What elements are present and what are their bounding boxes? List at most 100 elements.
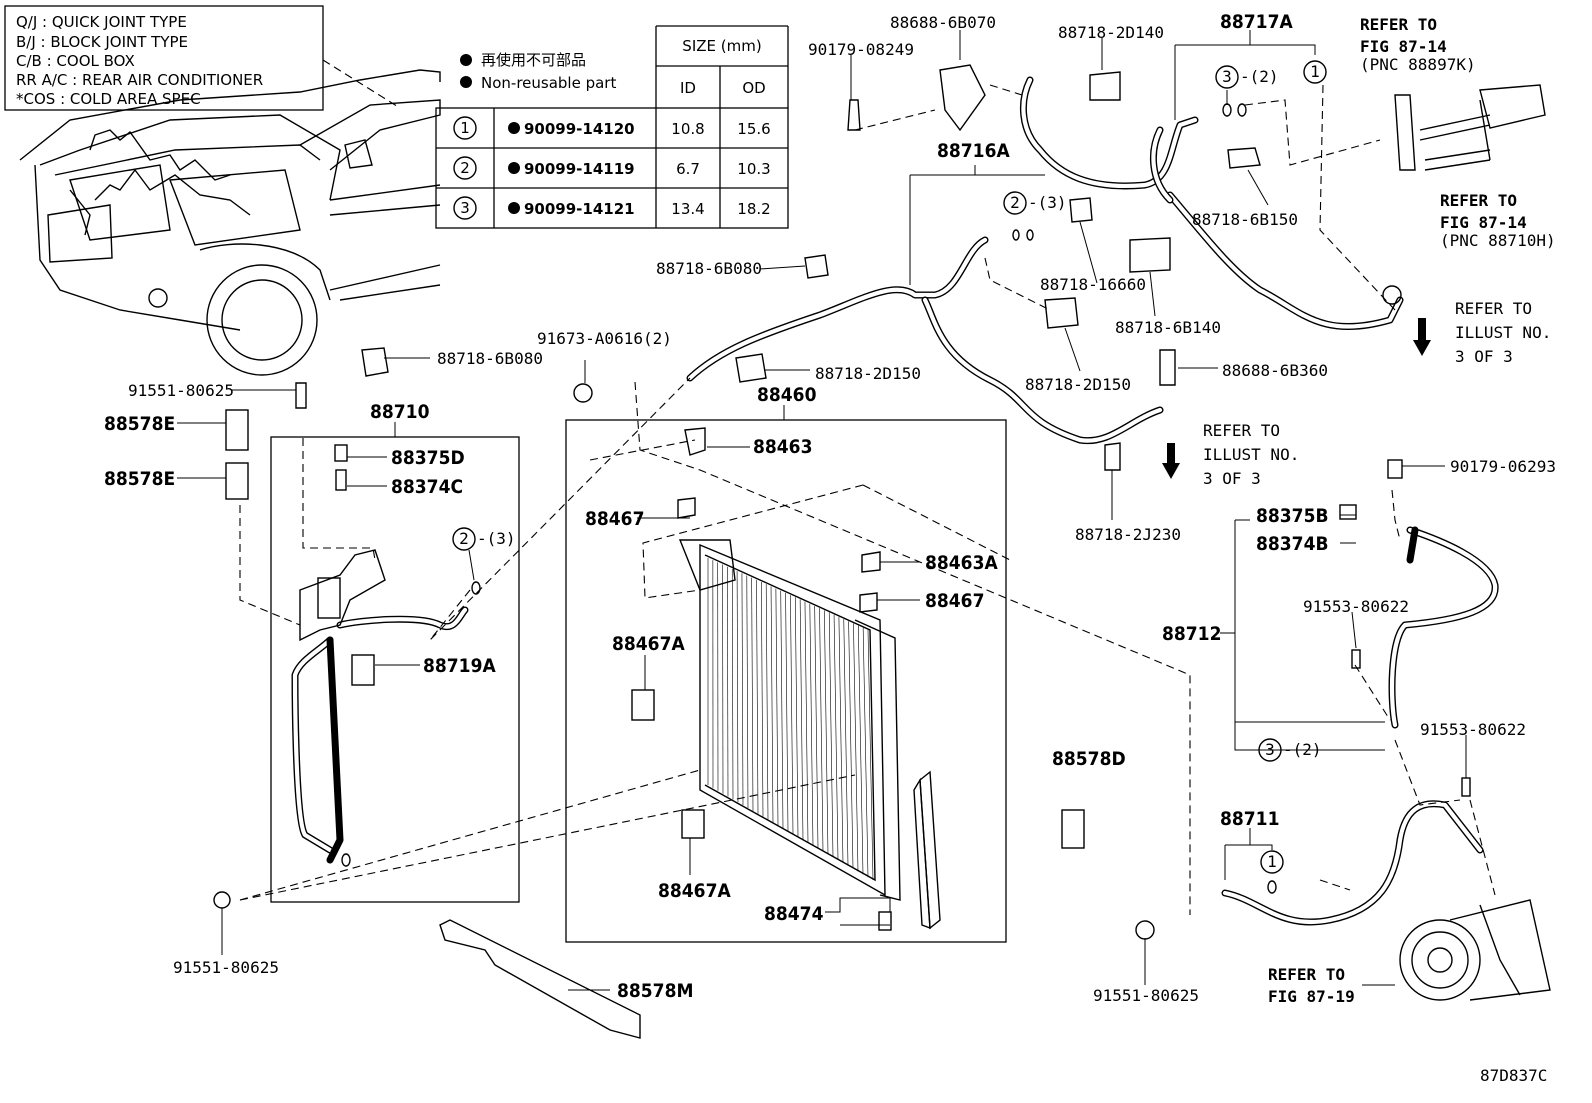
row2-num: 2 bbox=[460, 159, 470, 177]
fin-line bbox=[795, 597, 798, 837]
row2-id: 6.7 bbox=[676, 160, 700, 178]
label-88717A: 88717A bbox=[1220, 11, 1293, 33]
label-88718-2J230: 88718-2J230 bbox=[1075, 525, 1181, 544]
fin-line bbox=[849, 621, 853, 868]
legend-line-5: *COS : COLD AREA SPEC bbox=[16, 90, 201, 108]
fin-line bbox=[790, 595, 793, 834]
ring-left-2-suffix: -(3) bbox=[477, 529, 516, 548]
label-88374C: 88374C bbox=[391, 476, 463, 498]
label-88578M: 88578M bbox=[617, 980, 693, 1002]
nonreusable-legend: 再使用不可部品 Non-reusable part bbox=[460, 51, 616, 92]
refer-top-line3: (PNC 88897K) bbox=[1360, 55, 1476, 74]
refer-bottom-line1: REFER TO bbox=[1268, 965, 1345, 984]
refer-right-line3: (PNC 88710H) bbox=[1440, 231, 1556, 250]
rear-ac-pipes bbox=[1395, 85, 1545, 170]
label-88474: 88474 bbox=[764, 903, 824, 925]
label-88710: 88710 bbox=[370, 401, 430, 423]
fin-line bbox=[752, 578, 753, 811]
fin-line bbox=[820, 608, 823, 851]
reference-lines bbox=[240, 85, 1495, 915]
fin-line bbox=[815, 606, 818, 848]
fin-line bbox=[863, 628, 868, 877]
label-88467-upper: 88467 bbox=[585, 508, 644, 530]
compressor bbox=[1400, 900, 1550, 1000]
col-od-header: OD bbox=[742, 79, 765, 97]
ring-bot-3-suffix: -(2) bbox=[1283, 740, 1322, 759]
refer-right-line1: REFER TO bbox=[1440, 191, 1517, 210]
label-88718-6B080-upper: 88718-6B080 bbox=[656, 259, 762, 278]
fin-line bbox=[800, 599, 803, 839]
fin-line bbox=[834, 615, 838, 860]
ring-mid-2-suffix: -(3) bbox=[1028, 193, 1067, 212]
label-91673-A0616: 91673-A0616(2) bbox=[537, 329, 672, 348]
fin-line bbox=[776, 589, 778, 826]
row3-part: 90099-14121 bbox=[524, 200, 635, 218]
fin-line bbox=[766, 584, 768, 819]
fin-line bbox=[810, 604, 813, 846]
refer-illust1-line2: ILLUST NO. bbox=[1455, 323, 1551, 342]
figure-code: 87D837C bbox=[1480, 1066, 1547, 1085]
label-88467-lower: 88467 bbox=[925, 590, 984, 612]
label-88463A: 88463A bbox=[925, 552, 998, 574]
label-88718-16660: 88718-16660 bbox=[1040, 275, 1146, 294]
fin-line bbox=[727, 567, 728, 797]
label-88718-2D150-left: 88718-2D150 bbox=[815, 364, 921, 383]
refer-illust2-line3: 3 OF 3 bbox=[1203, 469, 1261, 488]
legend-line-1: Q/J : QUICK JOINT TYPE bbox=[16, 13, 187, 31]
row3-num: 3 bbox=[460, 199, 470, 217]
size-header: SIZE (mm) bbox=[682, 37, 761, 55]
col-id-header: ID bbox=[680, 79, 696, 97]
label-88718-2D150-right: 88718-2D150 bbox=[1025, 375, 1131, 394]
label-88718-6B080-lower: 88718-6B080 bbox=[437, 349, 543, 368]
label-88578E-upper: 88578E bbox=[104, 413, 175, 435]
label-88374B: 88374B bbox=[1256, 533, 1329, 555]
nonreusable-en: Non-reusable part bbox=[481, 74, 616, 92]
label-91551-80625-top: 91551-80625 bbox=[128, 381, 234, 400]
label-88375D: 88375D bbox=[391, 447, 465, 469]
label-88578E-lower: 88578E bbox=[104, 468, 175, 490]
oring-callouts: 3 -(2) 1 2 -(3) 2 -(3) 3 -(2) 1 bbox=[453, 61, 1326, 893]
ring-top-1: 1 bbox=[1310, 62, 1320, 81]
ring-mid-2: 2 bbox=[1010, 193, 1020, 212]
legend-line-4: RR A/C : REAR AIR CONDITIONER bbox=[16, 71, 263, 89]
row1-od: 15.6 bbox=[737, 120, 770, 138]
row2-part: 90099-14119 bbox=[524, 160, 635, 178]
refer-top-line1: REFER TO bbox=[1360, 15, 1437, 34]
legend-line-3: C/B : COOL BOX bbox=[16, 52, 135, 70]
label-88718-6B150: 88718-6B150 bbox=[1192, 210, 1298, 229]
ring-bot-3: 3 bbox=[1265, 740, 1275, 759]
fin-line bbox=[805, 602, 808, 843]
fin-line bbox=[771, 586, 773, 822]
label-91553-80622-upper: 91553-80622 bbox=[1303, 597, 1409, 616]
label-88460: 88460 bbox=[757, 384, 817, 406]
refer-right-line2: FIG 87-14 bbox=[1440, 213, 1527, 232]
row1-num: 1 bbox=[460, 119, 470, 137]
row1-part: 90099-14120 bbox=[524, 120, 635, 138]
label-88718-2D140: 88718-2D140 bbox=[1058, 23, 1164, 42]
row2-od: 10.3 bbox=[737, 160, 770, 178]
label-88578D: 88578D bbox=[1052, 748, 1126, 770]
fin-line bbox=[756, 580, 758, 814]
fin-line bbox=[747, 575, 748, 808]
refer-bottom-line2: FIG 87-19 bbox=[1268, 987, 1355, 1006]
label-91551-80625-right: 91551-80625 bbox=[1093, 986, 1199, 1005]
ring-top-3-suffix: -(2) bbox=[1240, 67, 1279, 86]
ring-bot-1: 1 bbox=[1267, 852, 1277, 871]
fin-line bbox=[742, 573, 743, 805]
fin-line bbox=[761, 582, 763, 817]
fin-line bbox=[858, 626, 863, 875]
label-88688-6B070: 88688-6B070 bbox=[890, 13, 996, 32]
refer-illust1-line1: REFER TO bbox=[1455, 299, 1532, 318]
label-88716A: 88716A bbox=[937, 140, 1010, 162]
refrigerant-hoses bbox=[295, 80, 1495, 922]
label-88375B: 88375B bbox=[1256, 505, 1329, 527]
fin-line bbox=[732, 569, 733, 799]
ring-left-2: 2 bbox=[459, 529, 469, 548]
ring-top-3: 3 bbox=[1222, 67, 1232, 86]
part-labels: 88688-6B070 90179-08249 88718-2D140 8871… bbox=[104, 11, 1556, 1085]
label-88463: 88463 bbox=[753, 436, 812, 458]
label-91551-80625-left: 91551-80625 bbox=[173, 958, 279, 977]
refer-illust2-line1: REFER TO bbox=[1203, 421, 1280, 440]
label-90179-08249: 90179-08249 bbox=[808, 40, 914, 59]
